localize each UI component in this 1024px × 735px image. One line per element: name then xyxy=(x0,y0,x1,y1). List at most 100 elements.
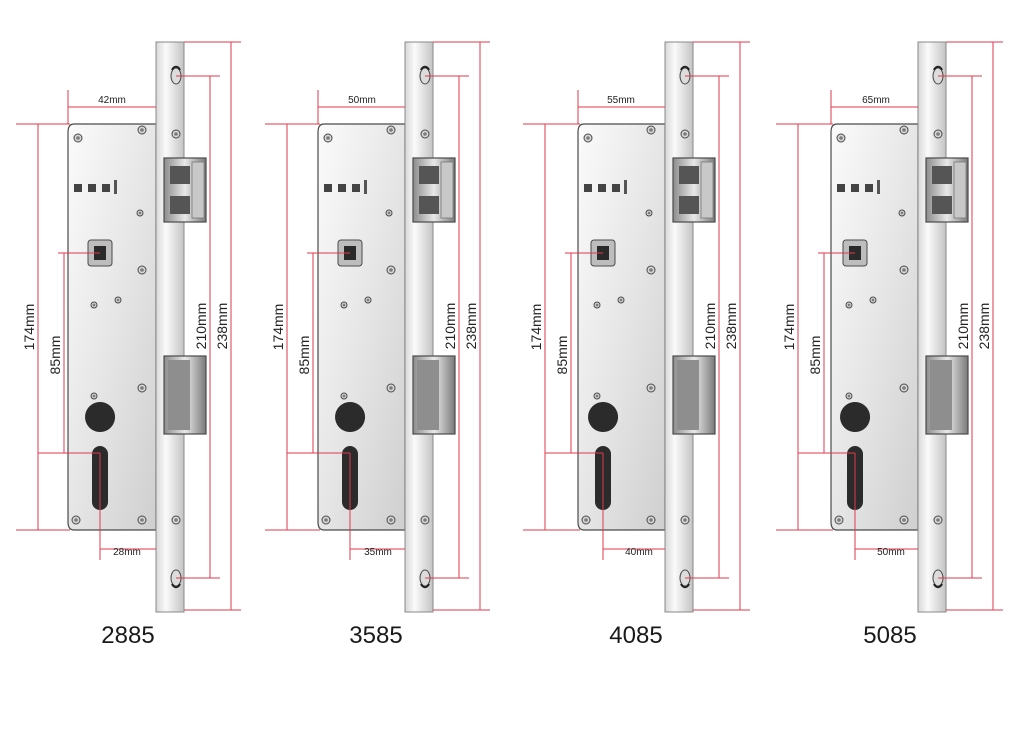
screw-slot-icon xyxy=(933,583,943,589)
screw-hole-icon xyxy=(839,136,843,140)
screw-hole-icon xyxy=(92,394,96,398)
slot-icon xyxy=(851,184,859,192)
dim-label-210mm: 210mm xyxy=(442,303,458,350)
dim-label-center-distance: 40mm xyxy=(625,547,653,558)
dim-label-backset: 55mm xyxy=(607,95,635,106)
screw-hole-icon xyxy=(619,298,623,302)
screw-hole-icon xyxy=(140,386,144,390)
dim-label-85mm: 85mm xyxy=(554,336,570,375)
hook-bolt-segment xyxy=(679,166,699,184)
cylinder-hole-icon xyxy=(588,402,619,432)
screw-hole-icon xyxy=(423,518,427,522)
screw-slot-icon xyxy=(171,65,181,71)
hook-bolt-segment xyxy=(679,196,699,214)
screw-hole-icon xyxy=(902,386,906,390)
hook-bolt-segment xyxy=(419,196,439,214)
hook-bolt-shine xyxy=(191,161,205,219)
screw-hole-icon xyxy=(389,386,393,390)
screw-hole-icon xyxy=(647,211,651,215)
slot-icon xyxy=(584,184,592,192)
dim-label-85mm: 85mm xyxy=(296,336,312,375)
screw-hole-icon xyxy=(389,128,393,132)
screw-hole-icon xyxy=(389,518,393,522)
screw-hole-icon xyxy=(174,518,178,522)
slot-icon xyxy=(364,180,367,194)
model-label-5085: 5085 xyxy=(863,622,917,649)
screw-hole-icon xyxy=(595,394,599,398)
screw-hole-icon xyxy=(649,386,653,390)
screw-hole-icon xyxy=(649,128,653,132)
screw-hole-icon xyxy=(389,268,393,272)
dim-label-174mm: 174mm xyxy=(781,304,797,351)
slot-icon xyxy=(114,180,117,194)
screw-hole-icon xyxy=(387,211,391,215)
slot-icon xyxy=(877,180,880,194)
screw-hole-icon xyxy=(423,132,427,136)
screw-hole-icon xyxy=(902,518,906,522)
dim-label-85mm: 85mm xyxy=(807,336,823,375)
screw-hole-icon xyxy=(140,518,144,522)
dim-label-174mm: 174mm xyxy=(270,304,286,351)
slot-icon xyxy=(338,184,346,192)
cylinder-hole-icon xyxy=(335,402,366,432)
hook-bolt-segment xyxy=(170,196,190,214)
screw-hole-icon xyxy=(902,128,906,132)
hook-bolt-segment xyxy=(932,196,952,214)
screw-hole-icon xyxy=(324,518,328,522)
latch-bolt-face xyxy=(417,360,439,430)
dim-label-238mm: 238mm xyxy=(723,303,739,350)
screw-hole-icon xyxy=(900,211,904,215)
model-label-4085: 4085 xyxy=(609,622,663,649)
dim-label-174mm: 174mm xyxy=(528,304,544,351)
dim-label-210mm: 210mm xyxy=(702,303,718,350)
dim-label-backset: 65mm xyxy=(862,95,890,106)
screw-hole-icon xyxy=(936,132,940,136)
hook-bolt-segment xyxy=(419,166,439,184)
screw-slot-icon xyxy=(680,65,690,71)
screw-hole-icon xyxy=(342,303,346,307)
dim-label-backset: 42mm xyxy=(98,95,126,106)
screw-slot-icon xyxy=(420,65,430,71)
screw-hole-icon xyxy=(174,132,178,136)
screw-hole-icon xyxy=(326,136,330,140)
screw-hole-icon xyxy=(936,518,940,522)
lock-4085: 210mm 238mm 174mm 85mm 55mm 40mm xyxy=(523,41,750,613)
screw-hole-icon xyxy=(366,298,370,302)
dim-label-174mm: 174mm xyxy=(21,304,37,351)
slot-icon xyxy=(352,184,360,192)
screw-hole-icon xyxy=(847,394,851,398)
screw-slot-icon xyxy=(420,583,430,589)
model-label-3585: 3585 xyxy=(349,622,403,649)
lock-case-body xyxy=(317,123,406,531)
dim-label-85mm: 85mm xyxy=(47,336,63,375)
slot-icon xyxy=(612,184,620,192)
dim-label-210mm: 210mm xyxy=(955,303,971,350)
screw-hole-icon xyxy=(74,518,78,522)
faceplate xyxy=(155,41,185,613)
slot-icon xyxy=(598,184,606,192)
screw-slot-icon xyxy=(680,583,690,589)
cylinder-hole-icon xyxy=(85,402,116,432)
dim-label-238mm: 238mm xyxy=(214,303,230,350)
screw-hole-icon xyxy=(342,394,346,398)
slot-icon xyxy=(102,184,110,192)
dim-label-center-distance: 35mm xyxy=(364,547,392,558)
screw-hole-icon xyxy=(683,518,687,522)
screw-hole-icon xyxy=(138,211,142,215)
slot-icon xyxy=(74,184,82,192)
hook-bolt-shine xyxy=(953,161,967,219)
screw-hole-icon xyxy=(595,303,599,307)
hook-bolt-segment xyxy=(932,166,952,184)
slot-icon xyxy=(324,184,332,192)
screw-slot-icon xyxy=(933,65,943,71)
latch-bolt-face xyxy=(677,360,699,430)
screw-hole-icon xyxy=(140,128,144,132)
latch-bolt-face xyxy=(168,360,190,430)
screw-hole-icon xyxy=(902,268,906,272)
screw-hole-icon xyxy=(586,136,590,140)
